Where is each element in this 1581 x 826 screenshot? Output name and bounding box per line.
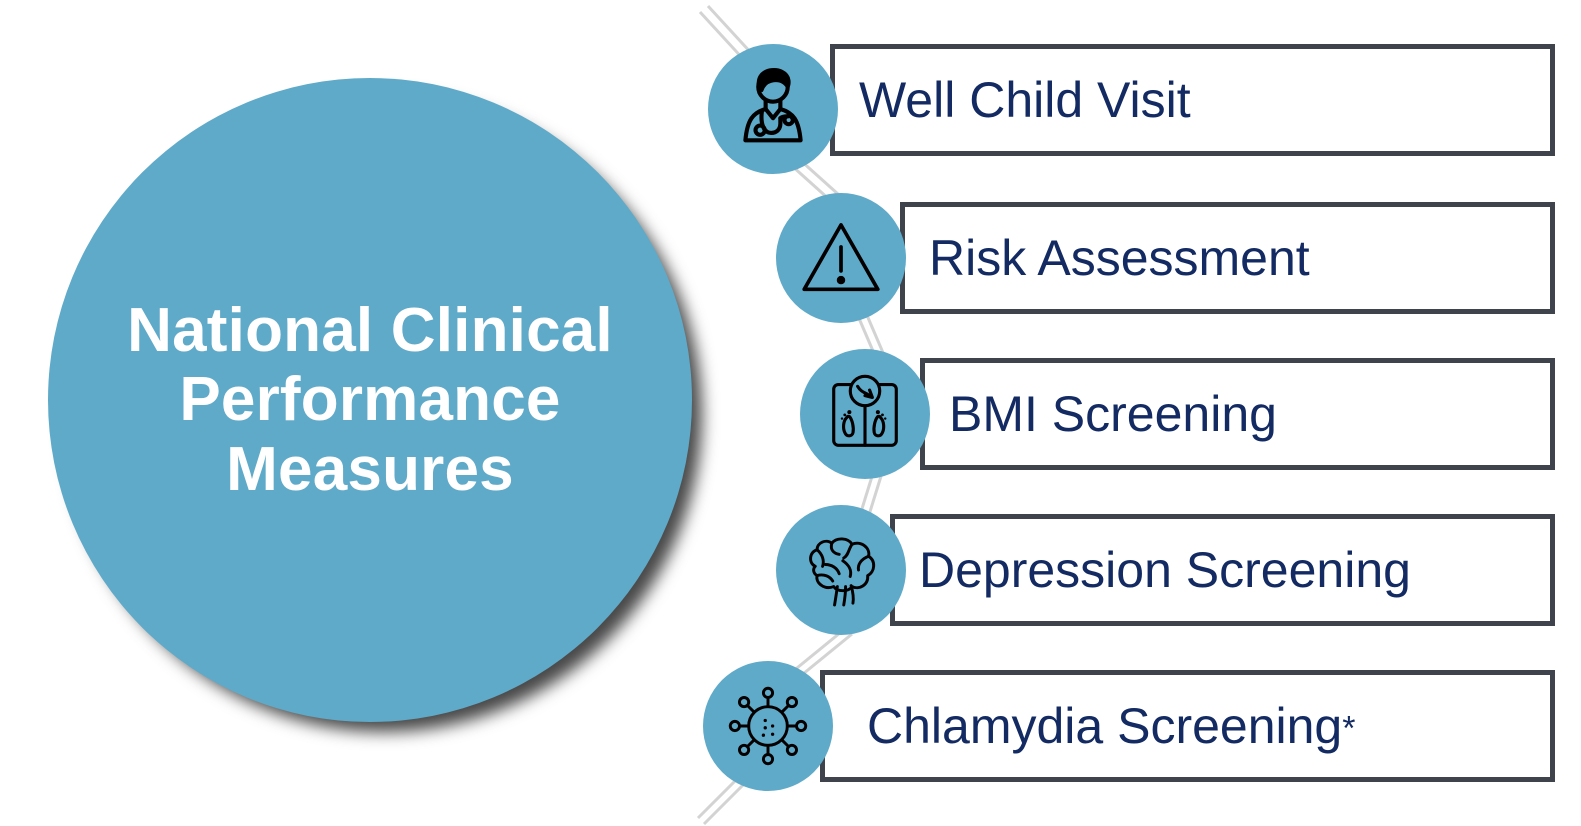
warning-triangle-icon bbox=[802, 223, 880, 292]
measure-box: Chlamydia Screening* bbox=[820, 670, 1555, 782]
doctor-icon bbox=[743, 68, 803, 143]
measure-label: Depression Screening bbox=[919, 542, 1411, 598]
measure-label: Risk Assessment bbox=[929, 230, 1310, 286]
warning-triangle-icon-badge[interactable] bbox=[776, 193, 906, 323]
virus-icon bbox=[728, 686, 808, 766]
measure-box: Risk Assessment bbox=[900, 202, 1555, 314]
measure-box: Well Child Visit bbox=[830, 44, 1555, 156]
hub-circle: National Clinical Performance Measures bbox=[48, 78, 692, 722]
weight-scale-icon bbox=[832, 374, 898, 447]
doctor-icon-badge[interactable] bbox=[708, 44, 838, 174]
footnote-marker: * bbox=[1342, 709, 1356, 748]
measure-label: Well Child Visit bbox=[859, 72, 1191, 128]
measure-box: BMI Screening bbox=[920, 358, 1555, 470]
measure-box: Depression Screening bbox=[890, 514, 1555, 626]
weight-scale-icon-badge[interactable] bbox=[800, 349, 930, 479]
brain-icon bbox=[809, 537, 876, 607]
measure-label: Chlamydia Screening* bbox=[867, 698, 1356, 754]
hub-title: National Clinical Performance Measures bbox=[127, 295, 613, 504]
brain-icon-badge[interactable] bbox=[776, 505, 906, 635]
virus-icon-badge[interactable] bbox=[703, 661, 833, 791]
measure-label: BMI Screening bbox=[949, 386, 1277, 442]
